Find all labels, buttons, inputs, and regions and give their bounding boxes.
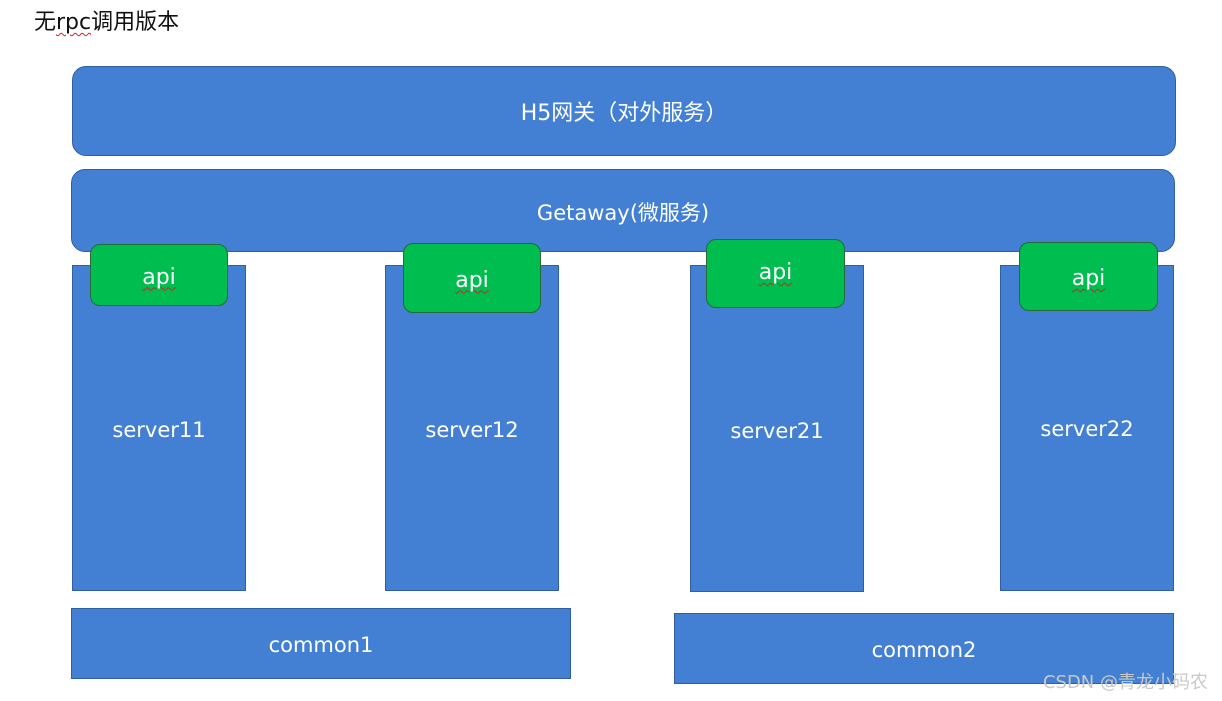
diagram-title: 无rpc调用版本 xyxy=(34,6,179,40)
server-box-server12: server12 xyxy=(385,265,559,591)
server-label: server11 xyxy=(112,418,206,442)
api-label: api xyxy=(1071,266,1106,291)
common-box-common2: common2 xyxy=(674,613,1174,684)
h5-gateway-label: H5网关（对外服务） xyxy=(520,101,728,126)
common-label: common2 xyxy=(871,637,977,662)
server-label: server12 xyxy=(425,418,519,442)
h5-gateway-box: H5网关（对外服务） xyxy=(72,66,1176,156)
server-box-server22: server22 xyxy=(1000,265,1174,591)
server-label: server21 xyxy=(730,418,824,443)
api-box-server11: api xyxy=(90,244,228,306)
title-prefix: 无 xyxy=(34,10,57,35)
title-rpc: rpc xyxy=(56,10,92,35)
api-label: api xyxy=(758,260,793,285)
title-suffix: 调用版本 xyxy=(91,10,180,35)
common-box-common1: common1 xyxy=(71,608,571,679)
common-label: common1 xyxy=(268,632,374,657)
api-label: api xyxy=(455,267,489,293)
getaway-label: Getaway(微服务) xyxy=(536,200,710,225)
api-label: api xyxy=(142,264,176,290)
api-box-server21: api xyxy=(706,239,845,308)
api-box-server22: api xyxy=(1019,242,1158,311)
watermark: CSDN @青龙小码农 xyxy=(1042,672,1208,693)
server-box-server11: server11 xyxy=(72,265,246,591)
api-box-server12: api xyxy=(403,243,541,313)
server-box-server21: server21 xyxy=(690,265,864,592)
getaway-box: Getaway(微服务) xyxy=(71,169,1175,252)
server-label: server22 xyxy=(1040,417,1134,441)
